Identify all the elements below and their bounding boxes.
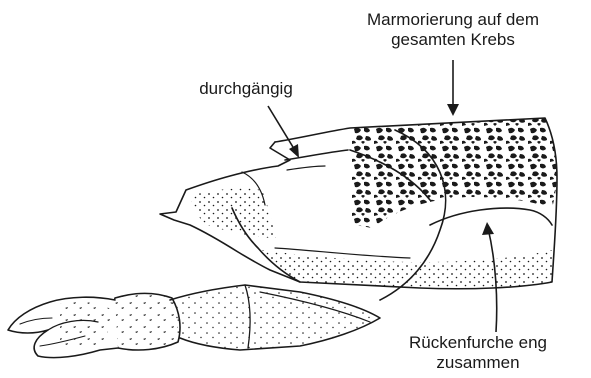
label-marmorierung-line1: Marmorierung auf dem <box>318 10 588 30</box>
label-rueckenfurche-line1: Rückenfurche eng <box>368 333 588 353</box>
label-marmorierung-line2: gesamten Krebs <box>318 30 588 50</box>
label-marmorierung: Marmorierung auf dem gesamten Krebs <box>318 10 588 50</box>
carpus <box>112 294 180 351</box>
label-rueckenfurche-line2: zusammen <box>368 353 588 373</box>
claw-and-leg <box>8 285 380 358</box>
label-durchgaengig: durchgängig <box>176 79 316 99</box>
carapace <box>160 118 557 300</box>
marbled-region <box>350 118 557 228</box>
dorsal-furrow <box>430 208 552 225</box>
label-rueckenfurche: Rückenfurche eng zusammen <box>368 333 588 373</box>
